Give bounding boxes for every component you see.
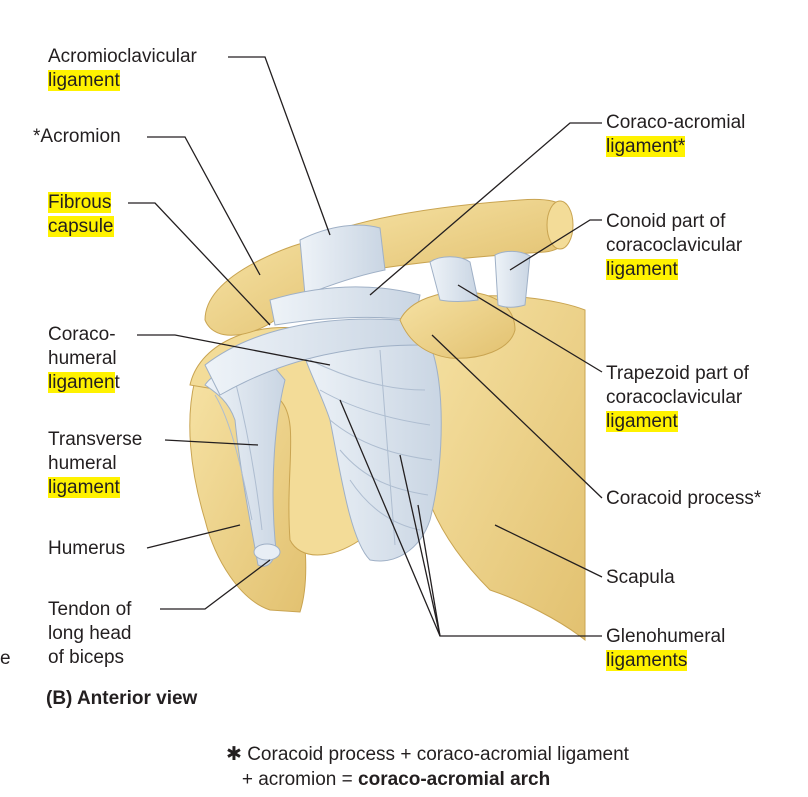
label-acromioclavicular: Acromioclavicular ligament — [48, 45, 197, 93]
transverse-humeral-text: humeral — [48, 453, 117, 474]
asterisk-icon: ✱ — [226, 744, 242, 765]
biceps-tendon-end — [253, 543, 281, 561]
footnote-line1: Coracoid process + coraco-acromial ligam… — [247, 744, 629, 765]
coraco-acromial-text: Coraco-acromial — [606, 112, 746, 133]
label-scapula: Scapula — [606, 567, 675, 588]
of-biceps-text: of biceps — [48, 647, 125, 668]
label-coraco-acromial-ligament: Coraco-acromial ligament* — [606, 111, 745, 159]
humeral-text: humeral — [48, 348, 117, 369]
t-text: t — [114, 372, 120, 393]
trapezoid-text: Trapezoid part of — [606, 363, 749, 384]
label-conoid-part: Conoid part of coracoclavicular ligament — [606, 210, 742, 282]
capsule-fibers — [309, 349, 433, 546]
transverse-text: Transverse — [48, 429, 143, 450]
capsule-text: capsule — [48, 216, 114, 237]
clavicle-end — [546, 200, 574, 250]
figure-caption: (B) Anterior view — [46, 688, 198, 709]
label-fibrous-capsule: Fibrous capsule — [48, 191, 114, 239]
label-trapezoid-part: Trapezoid part of coracoclavicular ligam… — [606, 362, 749, 434]
label-coracohumeral-ligament: Coraco- humeral ligament — [48, 323, 120, 395]
footnote: ✱ Coracoid process + coraco-acromial lig… — [226, 742, 629, 792]
label-tendon-long-head-biceps: Tendon of long head of biceps — [48, 598, 131, 670]
trapezoid-ligament-text: ligament — [606, 411, 678, 432]
footnote-line2-pre: + acromion = — [241, 769, 359, 790]
label-coracoid-process: Coracoid process* — [606, 488, 762, 509]
long-head-text: long head — [48, 623, 132, 644]
acromioclavicular-shape — [299, 224, 386, 296]
acromioclavicular-ligament-text: ligament — [48, 70, 120, 91]
trapezoid-coracoclavicular-text: coracoclavicular — [606, 387, 743, 408]
tendon-of-text: Tendon of — [48, 599, 132, 620]
label-glenohumeral-ligaments: Glenohumeral ligaments — [606, 625, 725, 673]
conoid-shape — [494, 250, 531, 308]
label-humerus: Humerus — [48, 538, 126, 559]
glenohumeral-text: Glenohumeral — [606, 626, 726, 647]
acromioclavicular-text: Acromioclavicular — [48, 46, 197, 67]
coraco-acromial-ligament-text: ligament* — [606, 136, 686, 157]
conoid-ligament-text: ligament — [606, 259, 678, 280]
footnote-line2-bold: coraco-acromial arch — [358, 769, 551, 790]
conoid-coracoclavicular-text: coracoclavicular — [606, 235, 743, 256]
ligamen-text: ligamen — [48, 372, 115, 393]
fibrous-text: Fibrous — [48, 192, 112, 213]
label-transverse-humeral-ligament: Transverse humeral ligament — [48, 428, 142, 500]
conoid-text: Conoid part of — [606, 211, 726, 232]
transverse-ligament-text: ligament — [48, 477, 120, 498]
stray-letter: e — [0, 648, 11, 669]
label-acromion: *Acromion — [33, 126, 121, 147]
leader-lines — [128, 56, 603, 637]
coraco-text: Coraco- — [48, 324, 116, 345]
glenohumeral-ligaments-text: ligaments — [606, 650, 688, 671]
